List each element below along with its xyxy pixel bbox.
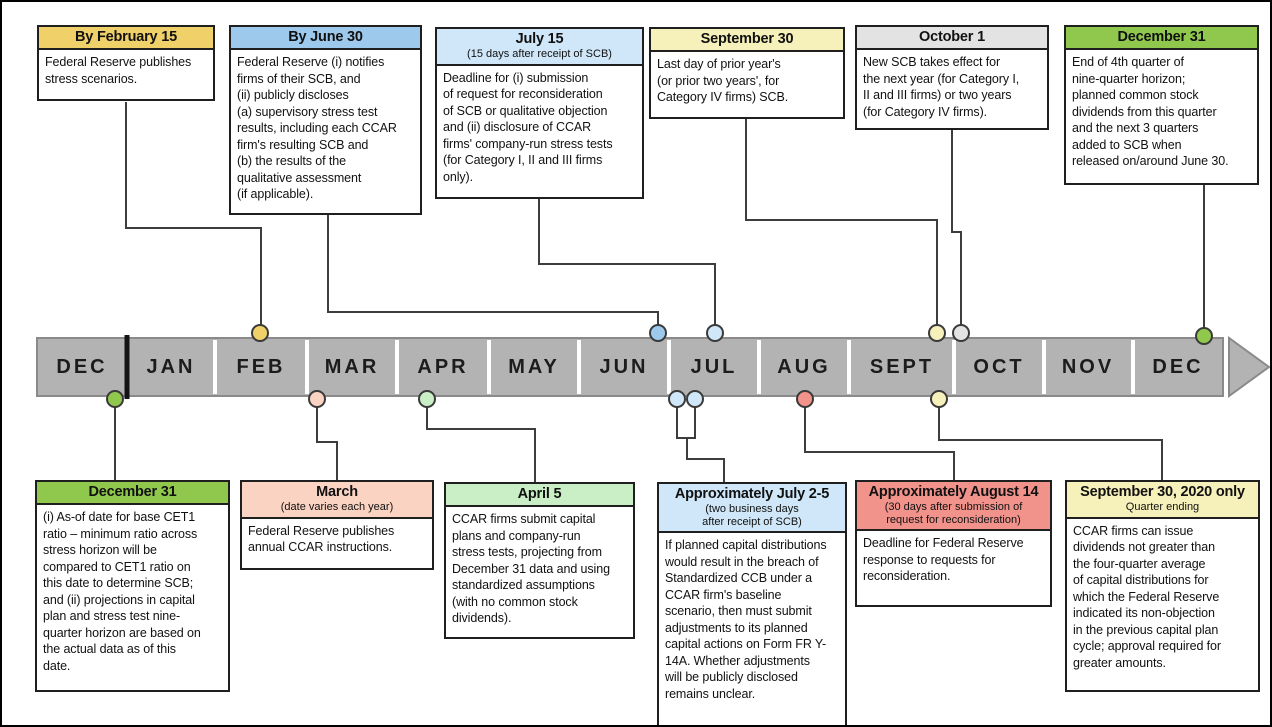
dot-sep-30-top [928, 324, 946, 342]
timeline-bar [36, 337, 1224, 397]
event-body: (i) As-of date for base CET1 ratio – min… [43, 510, 201, 673]
event-header: October 1 [857, 27, 1047, 50]
dot-jun-30 [649, 324, 667, 342]
event-header: July 15 (15 days after receipt of SCB) [437, 29, 642, 66]
event-body: CCAR firms can issue dividends not great… [1073, 523, 1221, 670]
connector-jun-30 [327, 214, 659, 334]
month-label-jul: JUL [690, 356, 738, 378]
event-header: December 31 [1066, 27, 1257, 50]
dot-jul-15 [706, 324, 724, 342]
event-box-july-15: July 15 (15 days after receipt of SCB) D… [435, 27, 644, 199]
dot-march [308, 390, 326, 408]
event-title: Approximately August 14 [868, 484, 1039, 500]
event-subtitle: (15 days after receipt of SCB) [467, 48, 612, 60]
month-label-dec: DEC [1152, 356, 1204, 378]
month-label-dec-prev: DEC [56, 356, 108, 378]
event-body: If planned capital distributions would r… [665, 538, 827, 701]
event-subtitle: (two business days after receipt of SCB) [702, 503, 802, 528]
event-header: Approximately July 2-5 (two business day… [659, 484, 845, 534]
connector-sep-30-top [745, 118, 938, 334]
event-body: Deadline for Federal Reserve response to… [863, 536, 1024, 584]
dot-aug-14 [796, 390, 814, 408]
event-body: New SCB takes effect for the next year (… [863, 55, 1020, 119]
event-header: April 5 [446, 484, 633, 507]
dot-jul-2 [668, 390, 686, 408]
month-label-jan: JAN [146, 356, 196, 378]
event-title: July 15 [515, 31, 564, 47]
connector-sep-30-bottom [938, 398, 1163, 481]
month-label-nov: NOV [1061, 356, 1115, 378]
dot-apr-5 [418, 390, 436, 408]
event-title: September 30, 2020 only [1080, 484, 1245, 500]
event-header: Approximately August 14 (30 days after s… [857, 482, 1050, 532]
event-box-approximately-august-14: Approximately August 14 (30 days after s… [855, 480, 1052, 607]
month-label-mar: MAR [324, 356, 380, 378]
event-header: September 30 [651, 29, 843, 52]
dot-feb-15 [251, 324, 269, 342]
event-header: By June 30 [231, 27, 420, 50]
event-header: December 31 [37, 482, 228, 505]
event-body: Federal Reserve (i) notifies firms of th… [237, 55, 397, 201]
event-title: December 31 [1117, 29, 1206, 45]
dot-oct-1 [952, 324, 970, 342]
event-title: By June 30 [288, 29, 363, 45]
event-title: By February 15 [75, 29, 177, 45]
event-title: Approximately July 2-5 [674, 486, 830, 502]
event-title: April 5 [517, 486, 562, 502]
dot-dec-31-top [1195, 327, 1213, 345]
dot-sep-30-bottom [930, 390, 948, 408]
connector-feb-15 [125, 102, 262, 333]
month-label-oct: OCT [973, 356, 1025, 378]
event-title: March [316, 484, 358, 500]
event-body: End of 4th quarter of nine-quarter horiz… [1072, 55, 1229, 168]
event-title: October 1 [919, 29, 985, 45]
event-subtitle: Quarter ending [1125, 501, 1200, 513]
event-header: March (date varies each year) [242, 482, 432, 519]
connector-march [316, 398, 338, 481]
event-subtitle: (30 days after submission of request for… [884, 501, 1023, 526]
event-box-by-june-30: By June 30 Federal Reserve (i) notifies … [229, 25, 422, 215]
event-box-by-february-15: By February 15 Federal Reserve publishes… [37, 25, 215, 101]
connector-jul-2-5-stem [686, 438, 725, 483]
dot-jul-5 [686, 390, 704, 408]
dot-dec-31-bottom [106, 390, 124, 408]
event-body: Federal Reserve publishes annual CCAR in… [248, 523, 395, 555]
event-box-september-30-2020-only: September 30, 2020 only Quarter ending C… [1065, 480, 1260, 692]
event-body: Federal Reserve publishes stress scenari… [45, 55, 192, 86]
connector-apr-5 [426, 398, 536, 483]
month-dividers [213, 340, 1135, 394]
event-title: September 30 [700, 31, 794, 47]
event-body: Last day of prior year's (or prior two y… [657, 57, 789, 104]
connector-jul-15 [538, 198, 716, 334]
event-subtitle: (date varies each year) [280, 501, 394, 513]
event-body: CCAR firms submit capital plans and comp… [452, 512, 610, 625]
event-box-september-30: September 30 Last day of prior year's (o… [649, 27, 845, 119]
event-box-october-1: October 1 New SCB takes effect for the n… [855, 25, 1049, 130]
event-header: By February 15 [39, 27, 213, 50]
event-box-april-5: April 5 CCAR firms submit capital plans … [444, 482, 635, 639]
month-label-feb: FEB [236, 356, 286, 378]
connector-aug-14 [804, 398, 955, 481]
month-label-sept: SEPT [869, 356, 935, 378]
connector-lines [114, 102, 1205, 483]
month-label-jun: JUN [599, 356, 649, 378]
timeline-arrowhead [1228, 336, 1270, 398]
event-box-december-31-bottom: December 31 (i) As-of date for base CET1… [35, 480, 230, 692]
connector-oct-1 [951, 129, 962, 334]
month-label-apr: APR [417, 356, 469, 378]
event-box-march: March (date varies each year) Federal Re… [240, 480, 434, 570]
month-label-may: MAY [508, 356, 560, 378]
event-body: Deadline for (i) submission of request f… [443, 70, 613, 184]
event-box-december-31-top: December 31 End of 4th quarter of nine-q… [1064, 25, 1259, 185]
event-title: December 31 [88, 484, 177, 500]
event-header: September 30, 2020 only Quarter ending [1067, 482, 1258, 519]
month-label-aug: AUG [777, 356, 831, 378]
event-box-approximately-july-2-5: Approximately July 2-5 (two business day… [657, 482, 847, 725]
